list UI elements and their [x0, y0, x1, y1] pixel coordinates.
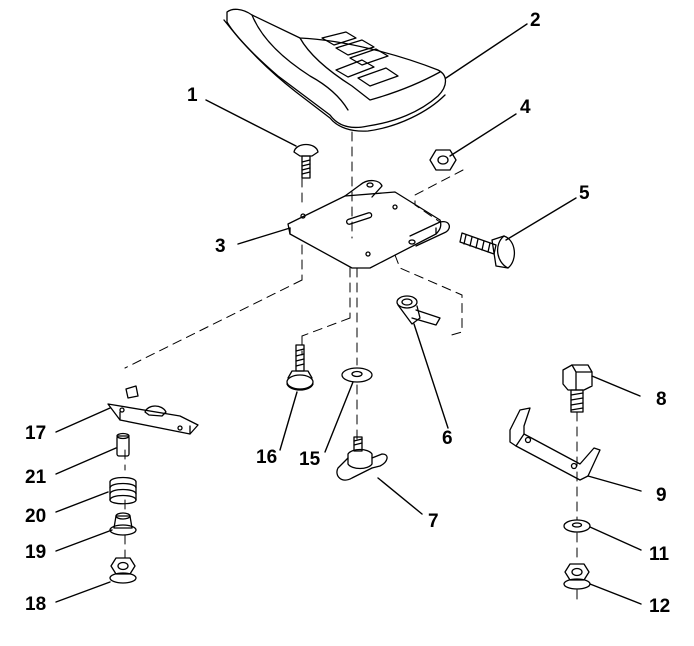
callout-5: 5 — [579, 183, 590, 204]
bracket-17 — [107, 385, 199, 435]
flange-nut-12 — [563, 563, 591, 590]
bracket-9 — [509, 407, 601, 481]
wing-knob-7 — [336, 436, 388, 481]
carriage-bolt — [293, 143, 319, 179]
callout-6: 6 — [442, 428, 453, 449]
lever-knob — [396, 295, 441, 326]
callout-1: 1 — [187, 85, 198, 106]
callout-16: 16 — [256, 447, 278, 468]
hex-nut-4 — [429, 149, 457, 171]
callout-17: 17 — [25, 423, 47, 444]
callout-20: 20 — [25, 506, 47, 527]
callout-19: 19 — [25, 542, 47, 563]
callout-7: 7 — [428, 511, 439, 532]
callout-4: 4 — [520, 97, 531, 118]
spacer-19 — [109, 512, 137, 536]
callout-11: 11 — [649, 544, 670, 565]
assembly-lines — [124, 131, 578, 603]
leader-lines — [55, 23, 642, 605]
callout-2: 2 — [530, 10, 541, 31]
seat-plate — [287, 179, 451, 269]
callout-15: 15 — [299, 449, 321, 470]
washer-11 — [563, 519, 591, 533]
flange-nut-18 — [109, 557, 137, 584]
shoulder-bolt-8 — [562, 364, 593, 413]
spring-20 — [109, 476, 137, 505]
seat — [223, 8, 447, 132]
pin-21 — [116, 432, 130, 457]
callout-12: 12 — [649, 596, 671, 617]
callout-3: 3 — [215, 236, 226, 257]
callout-8: 8 — [656, 389, 667, 410]
callout-18: 18 — [25, 594, 47, 615]
hex-bolt-5 — [459, 232, 515, 269]
callout-21: 21 — [25, 467, 47, 488]
washer-15 — [341, 367, 373, 383]
flange-bolt-16 — [286, 344, 314, 391]
callout-9: 9 — [656, 485, 667, 506]
